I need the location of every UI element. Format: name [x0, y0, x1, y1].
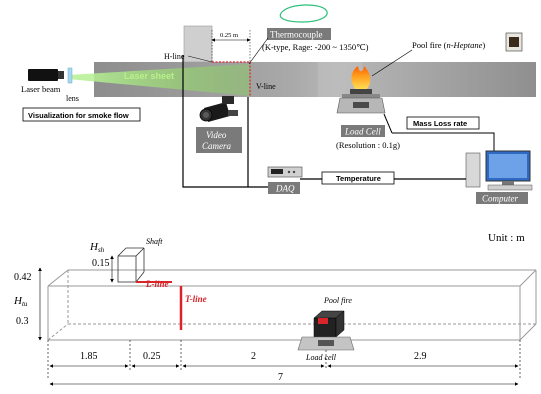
setup-panel: Laser sheet Laser beam lens Visualizatio…	[21, 4, 536, 204]
shaft-label: Shaft	[146, 237, 163, 246]
video-camera-label-box	[196, 127, 242, 153]
mass-loss-box	[406, 116, 480, 130]
load-cell-label-box	[341, 125, 385, 137]
unit-label: Unit : m	[488, 232, 525, 244]
shaft	[183, 25, 213, 63]
daq-device	[267, 166, 303, 178]
thermocouple-label-box	[267, 28, 331, 40]
dim-label-total: 7	[278, 372, 283, 383]
h-tu-value: 0.3	[16, 316, 29, 327]
dim-label-2: 0.25	[143, 351, 161, 362]
spacing-label: 0.25 m	[220, 32, 238, 39]
visualization-box	[22, 107, 141, 122]
v-line-label: V-line	[256, 82, 276, 91]
laser-device	[28, 67, 73, 84]
load-cell-scale	[336, 94, 386, 114]
video-camera-label-line2: Camera	[202, 141, 231, 151]
daq-label-box	[268, 182, 300, 194]
computer-label-box	[476, 192, 528, 204]
load-cell-label: Load Cell	[344, 127, 381, 137]
mass-loss-label: Mass Loss rate	[413, 119, 467, 128]
pool-fire-label: Pool fire (n-Heptane)	[412, 40, 485, 50]
laser-sheet-label: Laser sheet	[124, 71, 174, 81]
resolution-label: (Resolution : 0.1g)	[336, 140, 400, 150]
computer-label: Computer	[482, 194, 518, 204]
visualization-label: Visualization for smoke flow	[28, 111, 129, 120]
h-sh-value: 0.15	[92, 258, 110, 269]
dimension-lines	[47, 340, 521, 386]
temperature-box	[321, 171, 395, 185]
total-height-value: 0.42	[14, 272, 32, 283]
pool-fire-cube	[313, 310, 345, 338]
shaft-box	[117, 247, 145, 283]
daq-label: DAQ	[275, 184, 295, 194]
l-line-label: L-line	[145, 279, 169, 289]
schematic-pool-fire-label: Pool fire	[323, 296, 352, 305]
video-camera-label-line1: Video	[206, 130, 227, 140]
thermocouple-label: Thermocouple	[270, 30, 322, 40]
video-camera-icon	[199, 96, 238, 122]
thermocouple-spec: (K-type, Rage: -200 ~ 1350℃)	[262, 42, 369, 52]
temperature-label: Temperature	[336, 174, 381, 183]
thermocouple-coil-icon	[279, 4, 328, 23]
fuel-pan	[350, 89, 372, 94]
schematic-load-cell-label: Load cell	[305, 353, 337, 362]
dim-label-4: 2.9	[414, 351, 427, 362]
h-line-label: H-line	[164, 52, 185, 61]
laser-beam-label: Laser beam	[21, 84, 61, 94]
h-tu-label: Htu	[13, 295, 28, 308]
dim-label-3: 2	[251, 351, 256, 362]
load-cell-icon	[297, 336, 355, 351]
t-line-label: T-line	[185, 294, 207, 304]
pool-fire-flame	[351, 66, 371, 90]
tunnel-box	[47, 269, 537, 341]
dim-label-1: 1.85	[80, 351, 98, 362]
computer-icon	[465, 150, 533, 191]
h-sh-label: Hsh	[89, 241, 105, 254]
lens-label: lens	[66, 94, 79, 103]
schematic-panel: Unit : m Shaft Hsh 0.15	[13, 232, 537, 386]
laser-sheet	[68, 64, 250, 96]
